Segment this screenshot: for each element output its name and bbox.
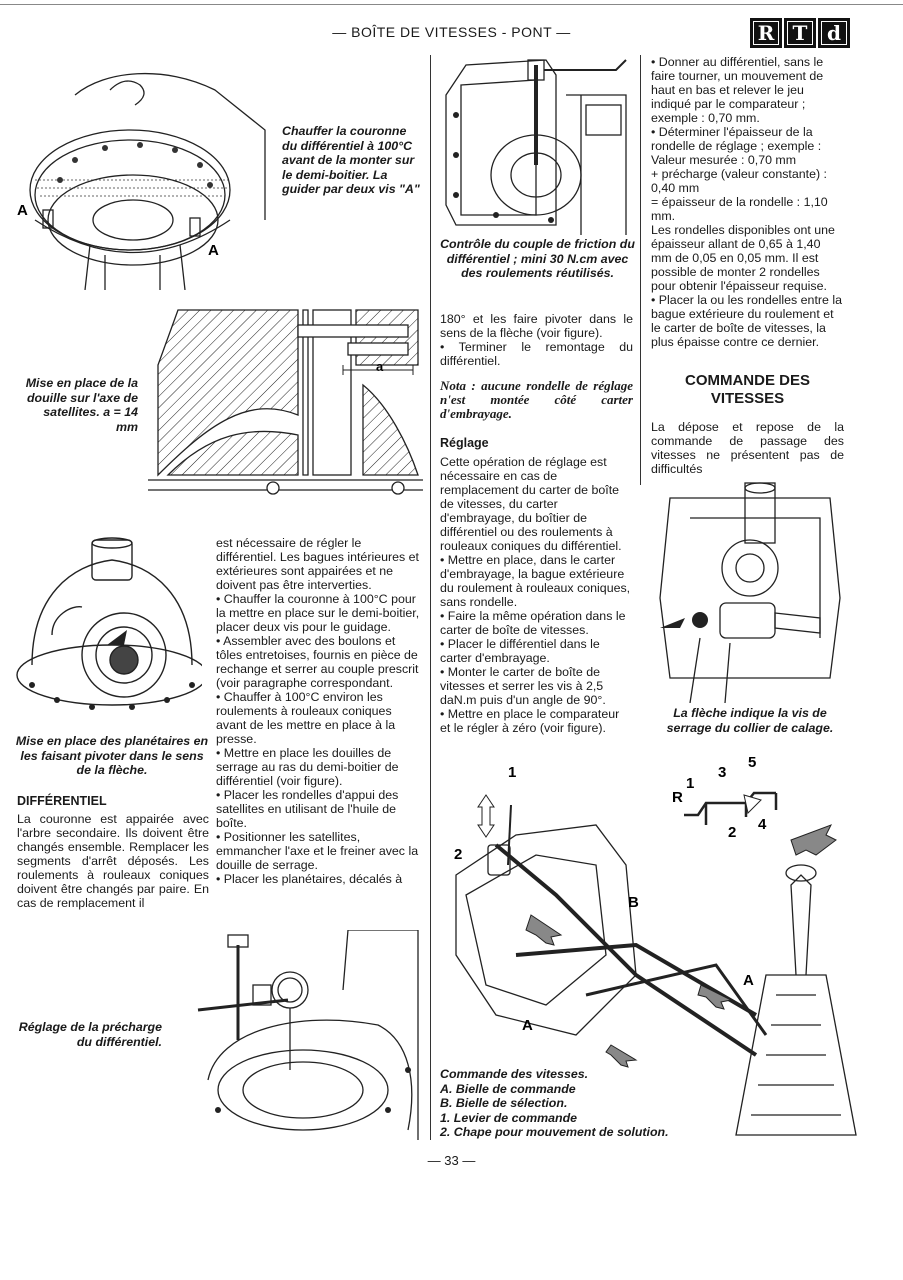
page-number: — 33 — <box>427 1153 476 1168</box>
col3-intro: 180° et les faire pivoter dans le sens d… <box>440 312 633 368</box>
page-header: — BOÎTE DE VITESSES - PONT — <box>332 24 571 40</box>
col3-para-2: • Faire la même opération dans le carter… <box>440 609 626 637</box>
caption-commande-0: Commande des vitesses. <box>440 1067 589 1081</box>
col3-para-5: • Mettre en place le comparateur et le r… <box>440 707 620 735</box>
label-dim-a: a <box>376 359 384 374</box>
caption-fleche: La flèche indique la vis de serrage du c… <box>666 706 834 735</box>
caption-planetaires: Mise en place des planétaires en les fai… <box>15 734 209 777</box>
label-a-lever: A <box>743 972 754 989</box>
col2-para-5: • Placer les rondelles d'appui des satel… <box>216 788 399 830</box>
col4-para-6: • Placer la ou les rondelles entre la ba… <box>651 293 842 349</box>
col3-para-3: • Placer le différentiel dans le carter … <box>440 637 600 665</box>
figure-collier <box>659 482 841 703</box>
col2-para-4: • Mettre en place les douilles de serrag… <box>216 746 399 788</box>
col2-para-7: • Placer les planétaires, décalés à <box>216 872 403 886</box>
gear-3: 3 <box>718 764 726 781</box>
col3-para-4: • Monter le carter de boîte de vitesses … <box>440 665 606 707</box>
col3-para-0: Cette opération de réglage est nécessair… <box>440 455 622 553</box>
col4-commande-text: La dépose et repose de la commande de pa… <box>651 420 844 476</box>
gear-2: 2 <box>728 824 736 841</box>
caption-couple: Contrôle du couple de friction du différ… <box>440 237 635 280</box>
gear-5: 5 <box>748 755 756 771</box>
heading-commande: COMMANDE DES VITESSES <box>684 372 810 407</box>
label-a-rod: A <box>522 1017 533 1034</box>
caption-douille: Mise en place de la douille sur l'axe de… <box>25 376 138 434</box>
column-rule-right <box>640 55 641 485</box>
caption-commande-1: A. Bielle de commande <box>440 1081 576 1096</box>
figure-precharge <box>197 930 419 1140</box>
logo-letter-d: d <box>818 18 850 48</box>
col4-para-5: Les rondelles disponibles ont une épaiss… <box>651 223 835 293</box>
gear-1: 1 <box>686 775 694 792</box>
col2-text: est nécessaire de régler le différentiel… <box>216 536 421 886</box>
figure-couronne: A A <box>17 72 266 290</box>
heading-differentiel: DIFFÉRENTIEL <box>17 794 107 808</box>
col2-para-0: est nécessaire de régler le différentiel… <box>216 536 419 592</box>
label-1: 1 <box>508 764 516 781</box>
col3-nota: Nota : aucune rondelle de réglage n'est … <box>440 378 633 421</box>
figure-commande: 1 2 B A A R 1 3 5 2 4 <box>454 755 857 1136</box>
col3-text: Cette opération de réglage est nécessair… <box>440 455 633 735</box>
col4-para-3: + précharge (valeur constante) : 0,40 mm <box>651 167 827 195</box>
caption-commande-4: 2. Chape pour mouvement de solution. <box>440 1125 669 1139</box>
label-2: 2 <box>454 846 462 863</box>
gear-4: 4 <box>758 816 767 833</box>
column-rule-middle <box>430 55 431 1140</box>
rtd-logo: R T d <box>750 18 850 48</box>
col2-para-3: • Chauffer à 100°C environ les roulement… <box>216 690 396 746</box>
caption-couronne: Chauffer la couronne du différentiel à 1… <box>282 124 420 196</box>
caption-commande-2: B. Bielle de sélection. <box>440 1096 568 1110</box>
caption-commande: Commande des vitesses. A. Bielle de comm… <box>440 1067 700 1140</box>
gear-r: R <box>672 789 683 806</box>
top-rule <box>0 4 903 5</box>
label-a-left: A <box>17 202 28 219</box>
col4-text: • Donner au différentiel, sans le faire … <box>651 55 844 349</box>
col2-para-1: • Chauffer la couronne à 100°C pour la m… <box>216 592 420 634</box>
col3-para-1: • Mettre en place, dans le carter d'embr… <box>440 553 631 609</box>
figure-couple <box>445 59 627 235</box>
col3-intro-0: 180° et les faire pivoter dans le sens d… <box>440 312 633 340</box>
figure-douille: a <box>148 309 423 495</box>
col1-text: La couronne est appairée avec l'arbre se… <box>17 812 209 910</box>
col4-para-4: = épaisseur de la rondelle : 1,10 mm. <box>651 195 828 223</box>
logo-letter-t: T <box>784 18 816 48</box>
caption-commande-3: 1. Levier de commande <box>440 1110 578 1125</box>
col4-para-0: • Donner au différentiel, sans le faire … <box>651 55 824 125</box>
col3-intro-1: • Terminer le remontage du différentiel. <box>440 340 633 368</box>
caption-precharge: Réglage de la précharge du différentiel. <box>18 1020 162 1049</box>
label-b: B <box>628 894 639 911</box>
heading-reglage: Réglage <box>440 436 489 450</box>
col4-para-2: Valeur mesurée : 0,70 mm <box>651 153 797 167</box>
label-a-right: A <box>208 242 219 259</box>
col2-para-2: • Assembler avec des boulons et tôles en… <box>216 634 419 690</box>
col4-para-1: • Déterminer l'épaisseur de la rondelle … <box>651 125 822 153</box>
figure-planetaires <box>16 537 202 710</box>
logo-letter-r: R <box>750 18 782 48</box>
col2-para-6: • Positionner les satellites, emmancher … <box>216 830 419 872</box>
